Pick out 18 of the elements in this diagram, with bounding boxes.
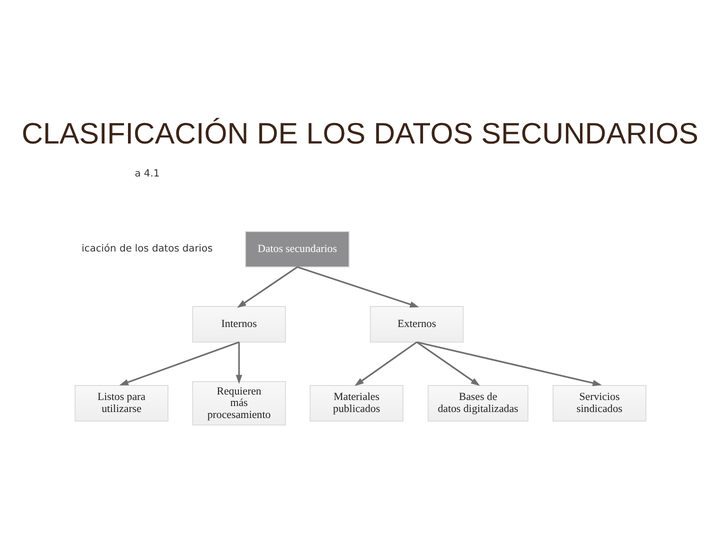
node-box: Listos para utilizarse (74, 384, 168, 422)
arrow (119, 340, 240, 385)
arrow (236, 342, 242, 384)
arrow (297, 266, 420, 307)
node-box: Externos (370, 306, 464, 342)
arrow (237, 266, 298, 308)
node-box: Bases de datos digitalizadas (428, 384, 528, 422)
node-box: Materiales publicados (310, 384, 404, 422)
diagram-title: CLASIFICACIÓN DE LOS DATOS SECUNDARIOS (22, 117, 698, 150)
arrow (416, 340, 602, 386)
label: a 4.1 (134, 168, 160, 180)
node-box: Servicios sindicados (552, 384, 646, 422)
arrow (354, 340, 418, 386)
node-box: Requieren más procesamiento (192, 380, 286, 426)
label: icación de los datos darios (82, 243, 213, 254)
node-box: Internos (192, 306, 286, 342)
node-box: Datos secundarios (244, 230, 350, 268)
arrow (416, 340, 480, 386)
